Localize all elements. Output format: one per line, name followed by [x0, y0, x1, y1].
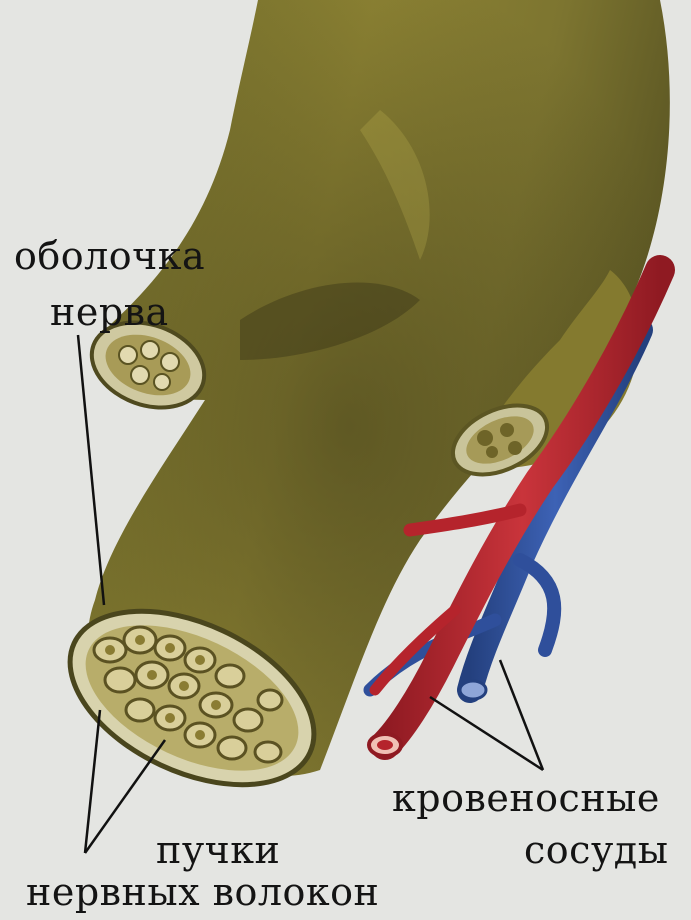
sheath-label-line2: нерва [50, 292, 169, 332]
leader-vessel-artery [430, 697, 543, 770]
leader-vessel-vein [500, 660, 543, 770]
vessels-label-line1: кровеносные [392, 778, 660, 818]
vessels-label-line2: сосуды [524, 830, 668, 870]
sheath-label-line1: оболочка [14, 236, 205, 276]
leader-bundle-2 [85, 740, 165, 853]
bundles-label-line1: пучки [156, 830, 280, 870]
leader-bundle-1 [85, 710, 100, 853]
bundles-label-line2: нервных волокон [26, 872, 379, 912]
